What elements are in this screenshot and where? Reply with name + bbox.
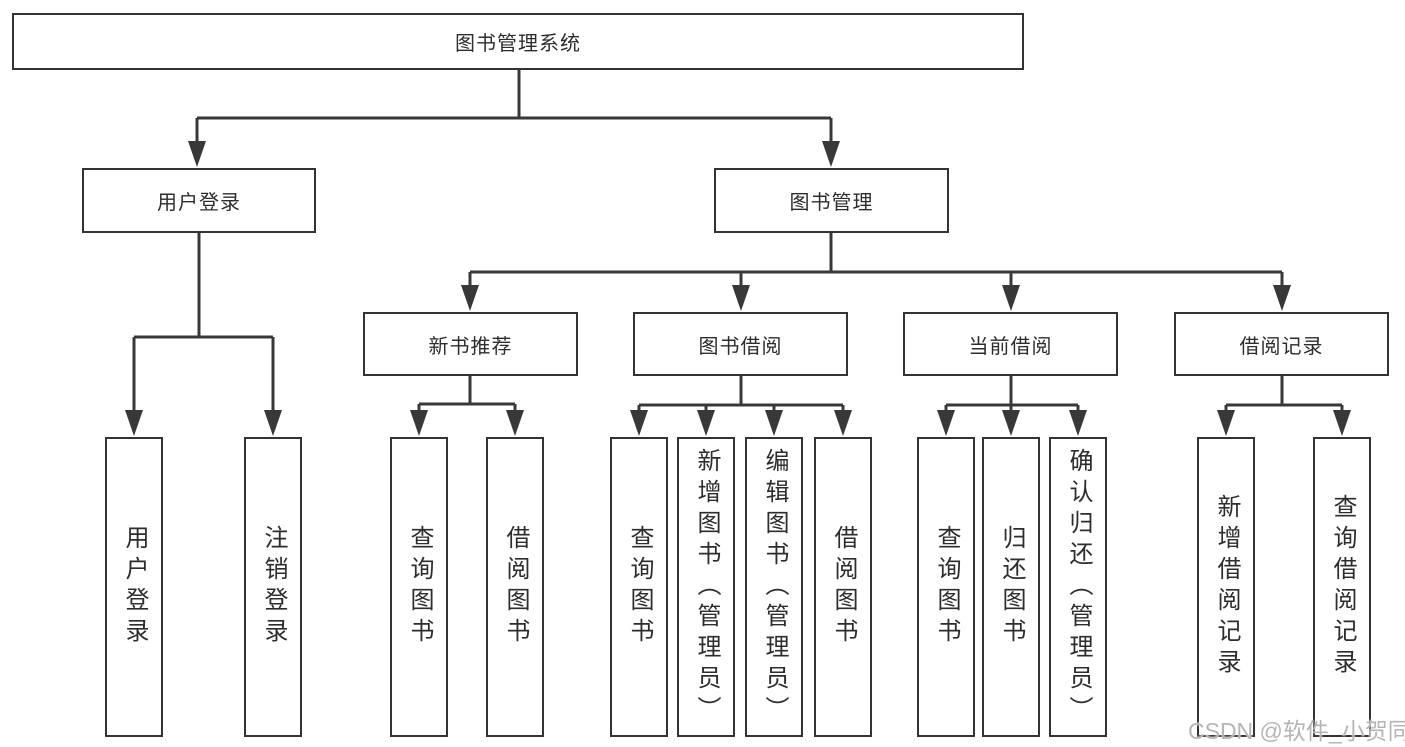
arrowhead: [1002, 285, 1020, 311]
node-recommend-query-books: 查询图书: [390, 437, 448, 737]
node-label: 查询图书: [626, 525, 653, 649]
arrowhead: [188, 141, 206, 167]
node-current-return-books: 归还图书: [982, 437, 1040, 737]
node-records-add-record: 新增借阅记录: [1197, 437, 1255, 737]
node-label: 新书推荐: [428, 335, 513, 358]
arrowhead: [264, 410, 282, 436]
node-label: 用户登录: [121, 525, 148, 649]
arrowhead: [697, 410, 715, 436]
node-label: 编辑图书（管理员）: [761, 447, 788, 727]
node-book-borrowing: 图书借阅: [633, 312, 848, 376]
arrowhead: [461, 285, 479, 311]
node-user-login-module: 用户登录: [82, 168, 316, 233]
node-logout-action: 注销登录: [244, 437, 302, 737]
arrowhead: [125, 410, 143, 436]
node-borrowing-add-books-admin: 新增图书（管理员）: [677, 437, 735, 737]
arrowhead: [630, 410, 648, 436]
arrowhead: [1217, 410, 1235, 436]
arrowhead: [1002, 410, 1020, 436]
node-label: 借阅记录: [1239, 335, 1324, 358]
arrowhead: [1069, 410, 1087, 436]
arrowhead: [765, 410, 783, 436]
node-borrowing-query-books: 查询图书: [610, 437, 668, 737]
node-root: 图书管理系统: [12, 13, 1024, 70]
node-label: 借阅图书: [830, 525, 857, 649]
arrowhead: [834, 410, 852, 436]
node-label: 查询图书: [406, 525, 433, 649]
node-borrowing-edit-books-admin: 编辑图书（管理员）: [745, 437, 803, 737]
arrowhead: [1273, 285, 1291, 311]
node-book-management-module: 图书管理: [714, 168, 949, 233]
arrowhead: [506, 410, 524, 436]
node-label: 图书管理系统: [455, 33, 581, 55]
arrowhead: [937, 410, 955, 436]
node-label: 确认归还（管理员）: [1065, 447, 1092, 727]
node-borrowing-records: 借阅记录: [1174, 312, 1389, 376]
node-label: 当前借阅: [968, 335, 1053, 358]
node-current-query-books: 查询图书: [917, 437, 975, 737]
node-label: 新增借阅记录: [1213, 494, 1240, 680]
node-label: 图书借阅: [698, 335, 783, 358]
arrowhead: [822, 141, 840, 167]
node-label: 借阅图书: [502, 525, 529, 649]
node-label: 图书管理: [789, 192, 874, 214]
arrowhead: [410, 410, 428, 436]
node-borrowing-borrow-books: 借阅图书: [814, 437, 872, 737]
node-label: 用户登录: [157, 192, 241, 214]
arrowhead: [732, 285, 750, 311]
node-current-confirm-return-admin: 确认归还（管理员）: [1049, 437, 1107, 737]
node-label: 查询借阅记录: [1329, 494, 1356, 680]
node-new-book-recommend: 新书推荐: [363, 312, 578, 376]
arrowhead: [1333, 410, 1351, 436]
node-label: 新增图书（管理员）: [693, 447, 720, 727]
node-label: 归还图书: [998, 525, 1025, 649]
node-label: 注销登录: [260, 525, 287, 649]
node-recommend-borrow-books: 借阅图书: [486, 437, 544, 737]
node-user-login-action: 用户登录: [105, 437, 163, 737]
node-records-query-record: 查询借阅记录: [1313, 437, 1371, 737]
node-current-borrowing: 当前借阅: [903, 312, 1118, 376]
csdn-watermark: CSDN @软件_小贺同学: [1188, 718, 1405, 744]
node-label: 查询图书: [933, 525, 960, 649]
